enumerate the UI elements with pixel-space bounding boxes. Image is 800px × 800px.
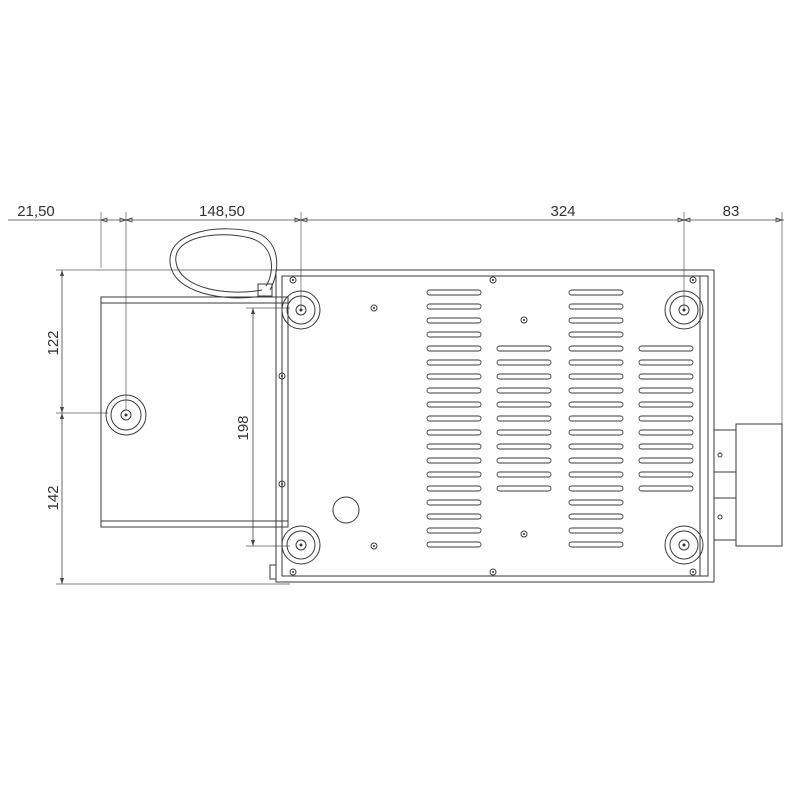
vent-slot (496, 443, 552, 450)
vent-slot (496, 359, 552, 366)
vent-slot (568, 457, 624, 464)
vent-slot (568, 485, 624, 492)
vent-slot (568, 429, 624, 436)
center-hole (332, 496, 360, 524)
cable-loop (169, 228, 278, 299)
vent-slot (638, 429, 694, 436)
vent-slot (426, 415, 482, 422)
vent-slot (426, 429, 482, 436)
vent-slot (426, 373, 482, 380)
vent-slot (568, 373, 624, 380)
dim-83: 83 (723, 203, 740, 220)
dim-21-50: 21,50 (17, 203, 55, 220)
vent-slot (426, 401, 482, 408)
rubber-foot-bracket (105, 394, 147, 436)
vent-slot (638, 401, 694, 408)
vent-slot (568, 499, 624, 506)
vent-slot (496, 429, 552, 436)
vent-slot (638, 373, 694, 380)
vent-slot (496, 485, 552, 492)
rubber-foot-bottom-right (664, 525, 704, 565)
screw-icon (520, 316, 528, 324)
vent-slot (426, 331, 482, 338)
main-housing (275, 269, 715, 583)
dim-142: 142 (45, 485, 62, 510)
vent-slot (568, 401, 624, 408)
connector-box (713, 423, 783, 547)
rubber-foot-top-left (281, 290, 321, 330)
vent-slot (568, 317, 624, 324)
screw-icon (689, 276, 697, 284)
screw-icon (489, 276, 497, 284)
vent-slot (638, 471, 694, 478)
vent-slot (568, 471, 624, 478)
vent-slot (426, 303, 482, 310)
vent-slot (568, 387, 624, 394)
vent-slot (638, 415, 694, 422)
rubber-foot-top-right (664, 290, 704, 330)
vent-slot (568, 289, 624, 296)
vent-slot (426, 289, 482, 296)
vent-slot (426, 513, 482, 520)
dim-324: 324 (550, 203, 575, 220)
vent-slot (426, 387, 482, 394)
screw-icon (520, 530, 528, 538)
vent-slot (568, 345, 624, 352)
vent-slot (568, 513, 624, 520)
vent-slot (638, 457, 694, 464)
vent-slot (426, 471, 482, 478)
dim-122: 122 (45, 330, 62, 355)
vent-slot (426, 443, 482, 450)
screw-icon (370, 542, 378, 550)
vent-slot (496, 471, 552, 478)
mounting-bracket (100, 296, 289, 580)
vent-slot (638, 359, 694, 366)
vent-slot (496, 415, 552, 422)
vent-slot (426, 359, 482, 366)
vent-slot (638, 387, 694, 394)
vent-slot (568, 303, 624, 310)
vent-slot (496, 373, 552, 380)
dim-148-50: 148,50 (199, 203, 245, 220)
inner-dimension-198: 198 (235, 307, 290, 547)
vent-slot (568, 443, 624, 450)
screw-icon (289, 568, 297, 576)
top-dimension-chain: 21,50 148,50 324 83 (8, 203, 784, 426)
dim-198: 198 (235, 415, 252, 440)
screw-icon (689, 568, 697, 576)
screw-icon (278, 480, 286, 488)
vent-slot (496, 387, 552, 394)
screw-icon (489, 568, 497, 576)
vent-slot (638, 345, 694, 352)
vent-slot (568, 527, 624, 534)
vent-slot (426, 317, 482, 324)
vent-slot (568, 541, 624, 548)
vent-slot (426, 527, 482, 534)
screws (278, 276, 697, 576)
vent-slot (568, 415, 624, 422)
vent-slot (496, 345, 552, 352)
screw-icon (370, 304, 378, 312)
vent-slot (496, 401, 552, 408)
vent-slot (638, 485, 694, 492)
vent-slot (638, 443, 694, 450)
vent-slot (426, 345, 482, 352)
vent-slot (426, 499, 482, 506)
vent-slot (426, 457, 482, 464)
screw-icon (278, 372, 286, 380)
vent-slot (568, 331, 624, 338)
vent-slot (426, 541, 482, 548)
vent-slot (496, 457, 552, 464)
vent-slot (568, 359, 624, 366)
rubber-foot-bottom-left (281, 525, 321, 565)
left-dimension-chain: 122 142 (45, 269, 300, 585)
vent-slot (426, 485, 482, 492)
ventilation-slots (426, 289, 694, 548)
screw-icon (289, 276, 297, 284)
